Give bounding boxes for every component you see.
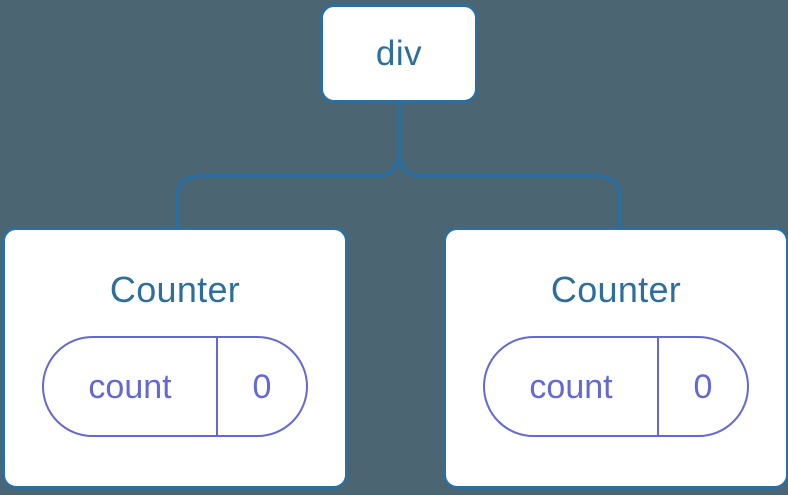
state-value: 0 bbox=[693, 367, 713, 406]
node-component-counter-left[interactable]: Counter count 0 bbox=[2, 227, 348, 489]
state-key: count bbox=[485, 338, 659, 435]
component-title: Counter bbox=[109, 269, 241, 310]
connector-branch-right bbox=[397, 150, 622, 231]
state-pill[interactable]: count 0 bbox=[42, 336, 308, 437]
state-pill[interactable]: count 0 bbox=[483, 336, 749, 437]
state-key: count bbox=[44, 338, 218, 435]
component-title: Counter bbox=[550, 269, 682, 310]
node-root-div[interactable]: div bbox=[320, 4, 478, 103]
root-node-label: div bbox=[375, 34, 423, 73]
state-value: 0 bbox=[252, 367, 272, 406]
node-component-counter-right[interactable]: Counter count 0 bbox=[443, 227, 788, 489]
connector-branch-left bbox=[175, 150, 401, 231]
